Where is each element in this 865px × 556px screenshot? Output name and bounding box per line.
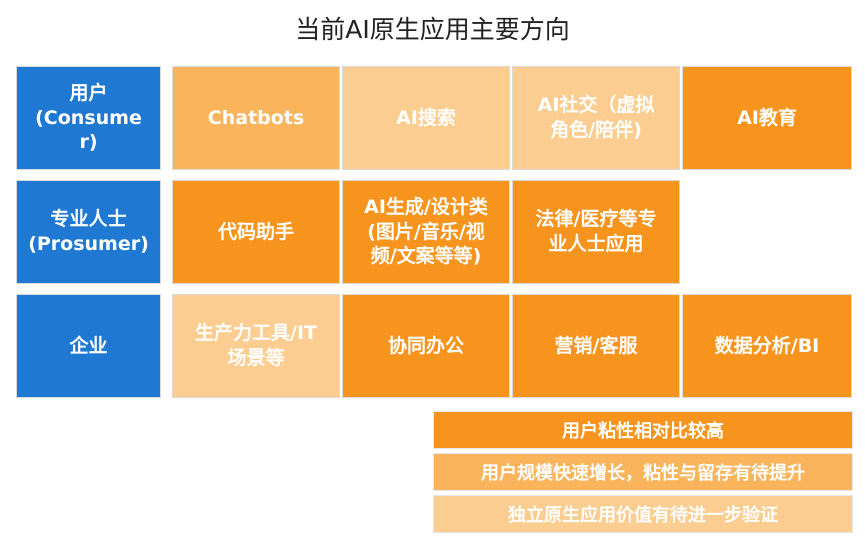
cell-marketing-service-label: 营销/客服	[554, 334, 638, 357]
row-header-consumer-label: 用户 (Consume r)	[35, 81, 142, 154]
cell-professional-apps: 法律/医疗等专 业人士应用	[512, 180, 680, 284]
cell-chatbots: Chatbots	[172, 66, 340, 170]
row-header-enterprise: 企业	[16, 294, 161, 398]
cell-code-assistant-label: 代码助手	[217, 220, 294, 243]
legend-high-stickiness: 用户粘性相对比较高	[433, 411, 853, 449]
cell-collaboration-label: 协同办公	[387, 334, 464, 357]
cell-ai-education: AI教育	[682, 66, 852, 170]
cell-ai-education-label: AI教育	[737, 106, 797, 129]
cell-data-analytics-label: 数据分析/BI	[714, 334, 820, 357]
cell-productivity-tools: 生产力工具/IT 场景等	[172, 294, 340, 398]
row-header-prosumer-label: 专业人士 (Prosumer)	[28, 208, 149, 255]
legend-high-stickiness-label: 用户粘性相对比较高	[562, 421, 724, 442]
page-title: 当前AI原生应用主要方向	[295, 15, 570, 44]
cell-marketing-service: 营销/客服	[512, 294, 680, 398]
cell-professional-apps-label: 法律/医疗等专 业人士应用	[535, 208, 657, 255]
cell-productivity-tools-label: 生产力工具/IT 场景等	[195, 322, 317, 369]
cell-ai-search: AI搜索	[342, 66, 510, 170]
cell-ai-search-label: AI搜索	[396, 106, 456, 129]
row-header-consumer: 用户 (Consume r)	[16, 66, 161, 170]
legend-value-unproven-label: 独立原生应用价值有待进一步验证	[508, 505, 778, 526]
cell-ai-generation-label: AI生成/设计类 (图片/音乐/视 频/文案等等)	[364, 195, 488, 268]
row-header-enterprise-label: 企业	[69, 334, 108, 357]
cell-ai-social: AI社交（虚拟 角色/陪伴)	[512, 66, 680, 170]
cell-data-analytics: 数据分析/BI	[682, 294, 852, 398]
row-header-prosumer: 专业人士 (Prosumer)	[16, 180, 161, 284]
legend-fast-growth: 用户规模快速增长，粘性与留存有待提升	[433, 453, 853, 491]
cell-code-assistant: 代码助手	[172, 180, 340, 284]
cell-collaboration: 协同办公	[342, 294, 510, 398]
cell-chatbots-label: Chatbots	[207, 106, 305, 129]
cell-ai-generation: AI生成/设计类 (图片/音乐/视 频/文案等等)	[342, 180, 510, 284]
legend-fast-growth-label: 用户规模快速增长，粘性与留存有待提升	[481, 463, 805, 484]
legend-value-unproven: 独立原生应用价值有待进一步验证	[433, 495, 853, 533]
cell-ai-social-label: AI社交（虚拟 角色/陪伴)	[537, 94, 655, 141]
